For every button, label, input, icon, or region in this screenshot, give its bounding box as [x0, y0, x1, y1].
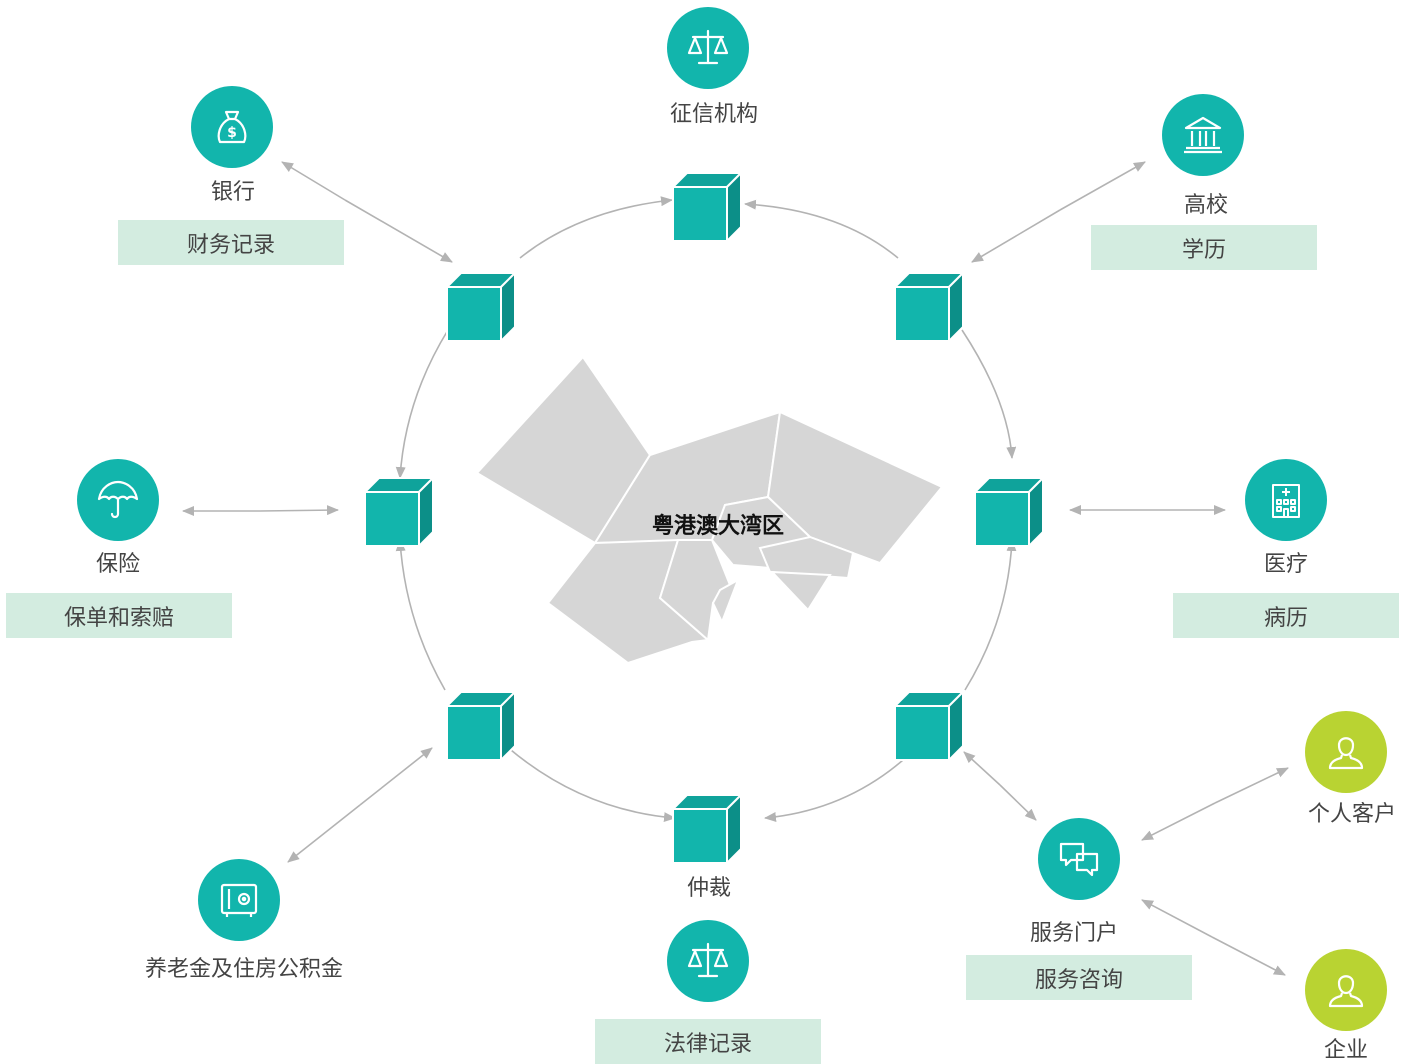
node-label-insurance: 保险 — [95, 552, 141, 577]
blockchain-cube-icon — [894, 691, 964, 761]
blockchain-cube-icon — [364, 477, 434, 547]
hospital-icon — [1245, 459, 1327, 541]
ring-connections — [395, 196, 1017, 823]
blockchain-cube-icon — [446, 272, 516, 342]
record-box-university: 学历 — [1091, 225, 1317, 270]
scales-icon — [667, 7, 749, 89]
chat-icon — [1038, 818, 1120, 900]
record-box-medical: 病历 — [1173, 593, 1399, 638]
spoke-arrows — [182, 161, 1289, 976]
bank-building-icon — [1162, 94, 1244, 176]
node-label-pension: 养老金及住房公积金 — [144, 957, 344, 982]
user-icon — [1305, 949, 1387, 1031]
record-box-insurance: 保单和索赔 — [6, 593, 232, 638]
umbrella-icon — [77, 459, 159, 541]
bay-area-map — [475, 355, 944, 665]
node-label-personal: 个人客户 — [1307, 802, 1397, 827]
node-label-university: 高校 — [1183, 193, 1229, 218]
svg-text:$: $ — [227, 125, 237, 141]
node-label-arbitration: 仲裁 — [686, 876, 732, 901]
blockchain-nodes — [364, 172, 1044, 864]
node-label-bank: 银行 — [210, 180, 256, 205]
blockchain-cube-icon — [894, 272, 964, 342]
money-bag-icon: $ — [191, 86, 273, 168]
node-label-portal: 服务门户 — [1029, 921, 1119, 946]
record-box-arbitration: 法律记录 — [595, 1019, 821, 1064]
blockchain-cube-icon — [974, 477, 1044, 547]
record-box-portal: 服务咨询 — [966, 955, 1192, 1000]
blockchain-cube-icon — [672, 794, 742, 864]
user-icon — [1305, 711, 1387, 793]
scales-icon — [667, 920, 749, 1002]
node-label-credit: 征信机构 — [669, 102, 759, 127]
node-label-company: 企业 — [1323, 1038, 1369, 1063]
center-title: 粤港澳大湾区 — [651, 514, 785, 539]
record-box-bank: 财务记录 — [118, 220, 344, 265]
blockchain-cube-icon — [672, 172, 742, 242]
node-label-medical: 医疗 — [1263, 552, 1309, 577]
safe-icon — [198, 859, 280, 941]
blockchain-cube-icon — [446, 691, 516, 761]
